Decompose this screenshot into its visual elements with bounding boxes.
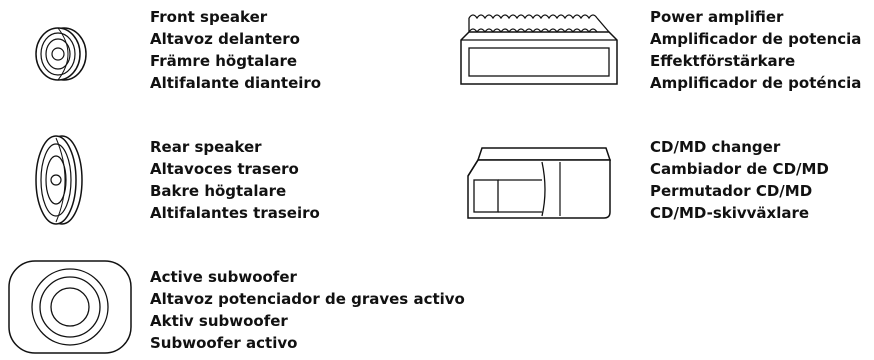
rear-speaker-label-pt: Altifalantes traseiro	[150, 204, 320, 222]
front-speaker-label-pt: Altifalante dianteiro	[150, 74, 322, 92]
rear-speaker-label-sv: Bakre högtalare	[150, 182, 287, 200]
cd-md-changer-labels: CD/MD changer Cambiador de CD/MD Permuta…	[650, 136, 829, 224]
rear-speaker-labels: Rear speaker Altavoces trasero Bakre hög…	[150, 136, 320, 224]
active-subwoofer-label-sv: Aktiv subwoofer	[150, 312, 288, 330]
front-speaker-label-sv: Främre högtalare	[150, 52, 298, 70]
front-speaker-label-en: Front speaker	[150, 8, 268, 26]
cd-md-changer-label-pt: CD/MD-skivväxlare	[650, 204, 810, 222]
cd-md-changer-label-sv: Permutador CD/MD	[650, 182, 813, 200]
power-amplifier-label-es: Amplificador de potencia	[650, 30, 862, 48]
front-speaker-label-es: Altavoz delantero	[150, 30, 300, 48]
active-subwoofer-labels: Active subwoofer Altavoz potenciador de …	[150, 266, 465, 354]
active-subwoofer-icon	[6, 258, 134, 356]
cd-md-changer-icon	[460, 140, 620, 224]
active-subwoofer-label-en: Active subwoofer	[150, 268, 297, 286]
front-speaker-labels: Front speaker Altavoz delantero Främre h…	[150, 6, 321, 94]
cd-md-changer-label-en: CD/MD changer	[650, 138, 781, 156]
rear-speaker-icon	[28, 132, 88, 228]
rear-speaker-label-es: Altavoces trasero	[150, 160, 299, 178]
power-amplifier-label-en: Power amplifier	[650, 8, 784, 26]
power-amplifier-label-pt: Amplificador de poténcia	[650, 74, 862, 92]
front-speaker-icon	[22, 20, 92, 90]
power-amplifier-label-sv: Effektförstärkare	[650, 52, 796, 70]
rear-speaker-label-en: Rear speaker	[150, 138, 262, 156]
cd-md-changer-label-es: Cambiador de CD/MD	[650, 160, 829, 178]
active-subwoofer-label-pt: Subwoofer activo	[150, 334, 298, 352]
active-subwoofer-label-es: Altavoz potenciador de graves activo	[150, 290, 465, 308]
power-amplifier-icon	[455, 12, 623, 92]
power-amplifier-labels: Power amplifier Amplificador de potencia…	[650, 6, 861, 94]
